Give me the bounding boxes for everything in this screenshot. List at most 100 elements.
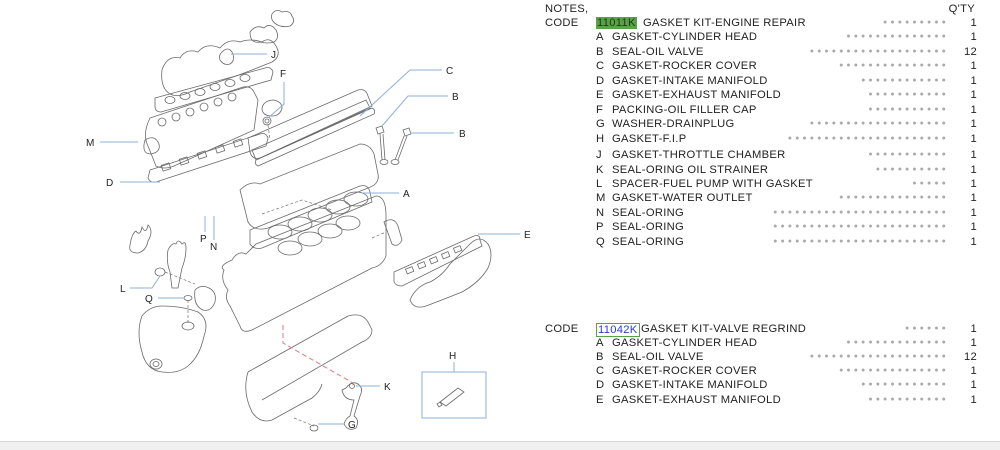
- part-letter: A: [596, 337, 604, 350]
- part-letter: K: [596, 163, 604, 176]
- part-qty: 1: [970, 149, 977, 162]
- part-qty: 1: [970, 89, 977, 102]
- part-qty: 1: [970, 192, 977, 205]
- dot-leader: ●●●●●●●●●●●: [868, 395, 949, 403]
- part-letter: J: [596, 149, 602, 162]
- callout-l: L: [120, 284, 126, 295]
- part-description: GASKET-WATER OUTLET: [612, 192, 753, 205]
- callout-b-upper: B: [452, 92, 459, 103]
- part-qty: 1: [970, 235, 977, 248]
- callout-h: H: [449, 351, 456, 362]
- part-description: GASKET-F.I.P: [612, 132, 687, 145]
- oil-strainer-guide-line: [282, 325, 354, 387]
- part-qty: 12: [963, 351, 977, 364]
- valves-drawing: [375, 125, 412, 165]
- part-letter: D: [596, 379, 605, 392]
- dot-leader: ●●●●●●●●●●: [875, 165, 949, 173]
- part-letter: C: [596, 365, 605, 378]
- kit-title: GASKET KIT-VALVE REGRIND: [641, 323, 807, 335]
- dot-leader: ●●●●●●●●●●●●●●: [846, 33, 949, 41]
- part-description: PACKING-OIL FILLER CAP: [612, 103, 757, 116]
- part-letter: H: [596, 132, 605, 145]
- callout-d: D: [106, 178, 113, 189]
- part-letter: A: [596, 31, 604, 44]
- dot-leader: ●●●●●●●●●●●: [868, 105, 949, 113]
- fip-gasket-box: [421, 371, 487, 419]
- dot-leader: ●●●●●●●●●●●●●●●●●●●: [809, 47, 949, 55]
- part-row[interactable]: J GASKET-THROTTLE CHAMBER ●●●●●●●●●●● 1: [545, 148, 985, 162]
- part-letter: E: [596, 393, 604, 406]
- cylinder-head-gasket-drawing: [239, 143, 379, 256]
- part-description: SEAL-ORING: [612, 235, 685, 248]
- oil-filler-cap-drawing: [261, 99, 283, 126]
- part-qty: 1: [970, 132, 977, 145]
- part-row[interactable]: B SEAL-OIL VALVE ●●●●●●●●●●●●●●●●●●● 12: [545, 45, 985, 59]
- part-qty: 12: [963, 45, 977, 58]
- dot-leader: ●●●●●●: [905, 325, 949, 332]
- part-description: GASKET-EXHAUST MANIFOLD: [612, 393, 781, 406]
- part-letter: D: [596, 74, 605, 87]
- part-qty: 1: [970, 221, 977, 234]
- kit-code-link[interactable]: 11011K: [596, 17, 637, 29]
- dot-leader: ●●●●●●●●●●●●: [861, 381, 949, 389]
- cylinder-block-drawing: [221, 195, 403, 332]
- part-qty: 1: [970, 393, 977, 406]
- dot-leader: ●●●●●●●●●●●: [868, 91, 949, 99]
- kit-title: GASKET KIT-ENGINE REPAIR: [643, 17, 806, 29]
- part-qty: 1: [970, 118, 977, 131]
- water-outlet-drawing: [129, 224, 216, 373]
- part-qty: 1: [970, 206, 977, 219]
- exhaust-manifold-drawing: [393, 235, 492, 308]
- dot-leader: ●●●●●●●●●●●: [868, 151, 949, 159]
- part-description: SPACER-FUEL PUMP WITH GASKET: [612, 177, 813, 190]
- callout-k: K: [384, 382, 391, 393]
- part-row[interactable]: E GASKET-EXHAUST MANIFOLD ●●●●●●●●●●● 1: [545, 393, 985, 407]
- sealant-tube-icon: [436, 387, 465, 408]
- callout-f: F: [280, 69, 286, 80]
- callout-b-lower: B: [459, 129, 466, 140]
- callout-j: J: [271, 50, 276, 61]
- code-label: CODE: [545, 323, 579, 335]
- callout-e: E: [524, 230, 531, 241]
- callout-q: Q: [145, 294, 153, 305]
- bottom-scroll-bar[interactable]: [0, 441, 1000, 450]
- callout-m: M: [86, 138, 94, 149]
- dot-leader: ●●●●●●●●●●●●●●: [846, 339, 949, 347]
- part-description: GASKET-ROCKER COVER: [612, 60, 757, 73]
- part-letter: B: [596, 45, 604, 58]
- part-qty: 1: [970, 74, 977, 87]
- part-row[interactable]: H GASKET-F.I.P ●●●●●●●●●●●●●●●●●●●●●● 1: [545, 132, 985, 146]
- part-description: SEAL-OIL VALVE: [612, 45, 704, 58]
- part-qty: 1: [970, 365, 977, 378]
- part-description: SEAL-ORING OIL STRAINER: [612, 163, 769, 176]
- part-description: GASKET-INTAKE MANIFOLD: [612, 74, 768, 87]
- part-description: GASKET-INTAKE MANIFOLD: [612, 379, 768, 392]
- part-description: SEAL-OIL VALVE: [612, 351, 704, 364]
- part-qty: 1: [970, 337, 977, 350]
- dot-leader: ●●●●●●●●●●●●●●●●●●●●●●: [787, 134, 949, 142]
- part-description: GASKET-THROTTLE CHAMBER: [612, 149, 786, 162]
- kit-code-link[interactable]: 11042K: [596, 323, 640, 337]
- part-description: SEAL-ORING: [612, 206, 685, 219]
- part-letter: G: [596, 118, 606, 131]
- part-letter: F: [596, 103, 604, 116]
- kit-qty: 1: [970, 17, 977, 29]
